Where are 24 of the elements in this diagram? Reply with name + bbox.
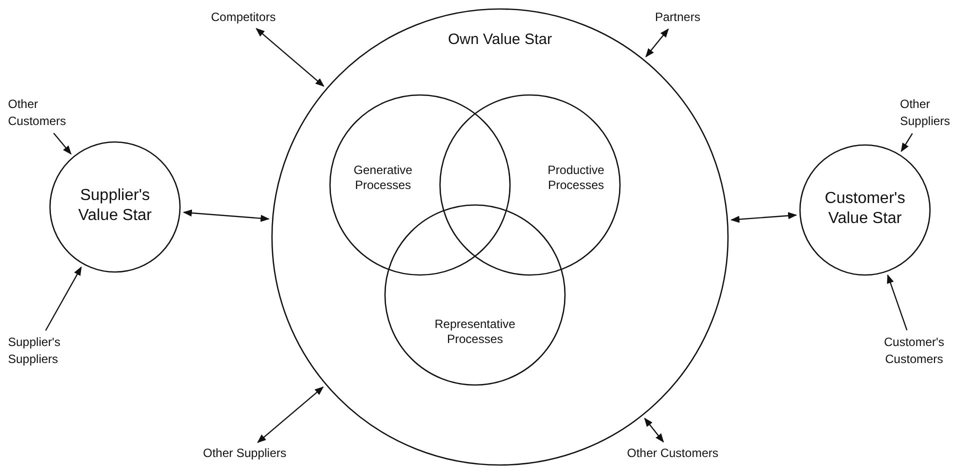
arrow (900, 133, 913, 152)
stakeholder-label: Other Suppliers (900, 96, 950, 130)
stakeholder-label: Supplier's Suppliers (8, 334, 60, 368)
stakeholder-label: Competitors (211, 9, 276, 26)
arrow (257, 386, 324, 443)
stakeholder-label: Customer's Customers (884, 334, 944, 368)
arrow (730, 212, 798, 223)
circle-label: Generative Processes (352, 163, 414, 193)
stakeholder-label: Other Customers (8, 96, 66, 130)
circle-label: Supplier's Value Star (77, 186, 153, 226)
arrow (182, 209, 270, 222)
arrow (645, 28, 669, 58)
arrow (45, 266, 82, 331)
arrow (644, 418, 664, 443)
stakeholder-label: Other Customers (627, 445, 718, 462)
stakeholder-label: Other Suppliers (203, 445, 286, 462)
arrow (256, 28, 324, 87)
stakeholder-label: Partners (655, 9, 700, 26)
arrow (53, 132, 72, 155)
arrow (886, 274, 908, 330)
circle-label: Representative Processes (434, 317, 516, 347)
circle-label: Customer's Value Star (824, 189, 906, 229)
circle-label: Productive Processes (546, 163, 606, 193)
circle-label: Own Value Star (447, 31, 553, 50)
